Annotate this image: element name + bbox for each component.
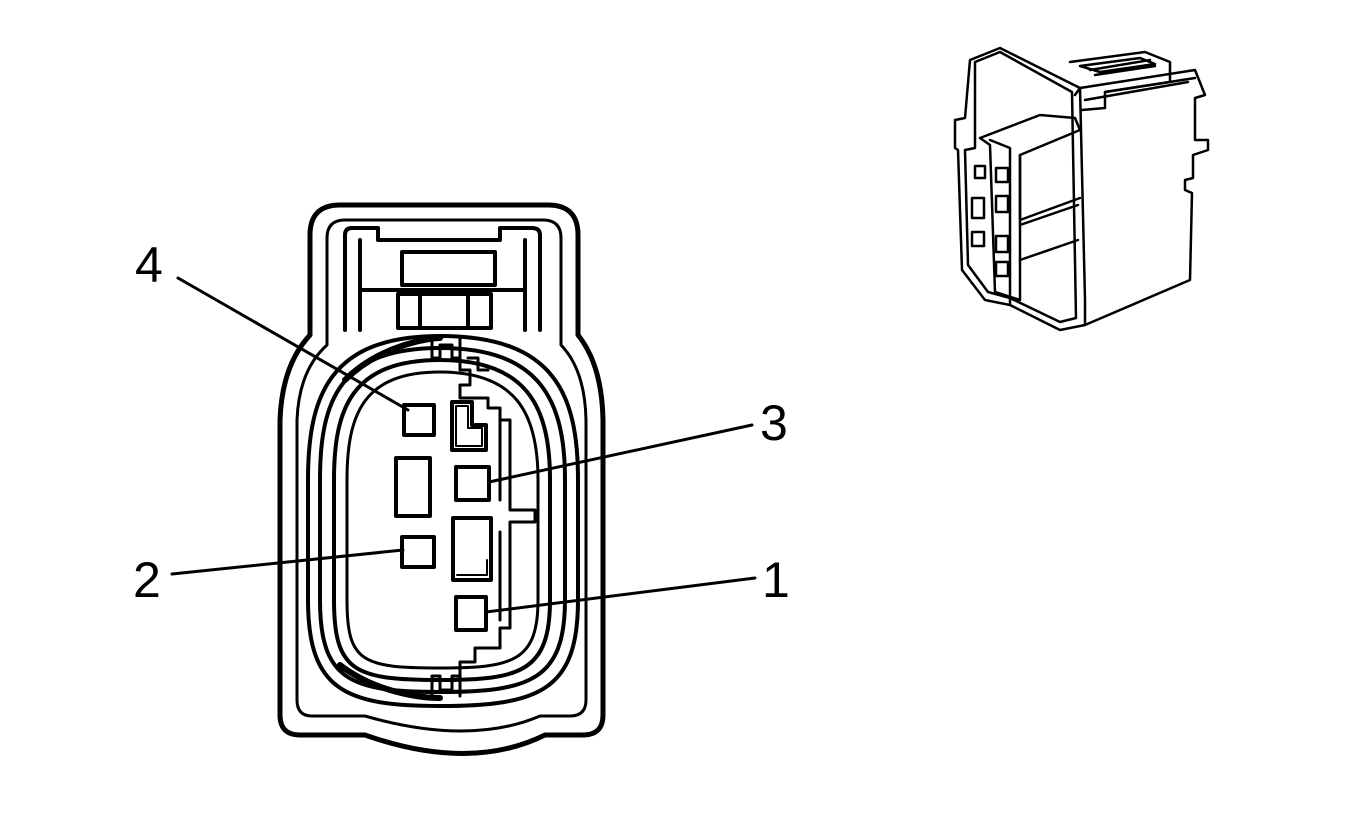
blank-cavity-lower-right-inner <box>456 559 488 576</box>
blank-cavity-upper-right-inner <box>455 405 483 447</box>
housing-inner-outline <box>295 218 588 733</box>
pin-1-leader <box>484 576 757 614</box>
blank-cavity-upper-right <box>450 400 488 452</box>
iso-cavity-2 <box>994 166 1010 184</box>
center-rib <box>458 356 537 678</box>
pin-label-1: 1 <box>762 552 790 608</box>
connector-face-view <box>170 202 757 756</box>
iso-front-frame <box>953 46 1087 332</box>
iso-cavity-1 <box>973 164 987 180</box>
seal-shadow-arc <box>342 335 443 383</box>
seal-shadow-arc-bottom <box>337 662 443 701</box>
pin-2-leader <box>170 548 405 576</box>
iso-cavity-7 <box>994 260 1010 278</box>
pin-2-cavity <box>400 535 436 569</box>
seal-inner <box>332 358 552 682</box>
seal-ring <box>318 346 567 694</box>
housing-outer-outline <box>277 202 606 756</box>
iso-cavity-6 <box>994 234 1010 254</box>
blank-cavity-lower-right <box>451 516 493 582</box>
seal-outer <box>306 334 580 708</box>
pin-label-4: 4 <box>135 237 163 293</box>
pin-4-leader <box>176 276 410 412</box>
terminal-face <box>345 370 540 670</box>
iso-cavity-5 <box>970 230 986 248</box>
pin-1-cavity <box>454 595 488 632</box>
pin-label-2: 2 <box>133 552 161 608</box>
pin-4-cavity <box>402 403 436 437</box>
blank-cavity-upper-left <box>394 456 432 518</box>
center-rib-inner <box>466 356 502 622</box>
connector-isometric-view <box>953 46 1210 332</box>
iso-cavity-3 <box>970 196 986 220</box>
pin-3-cavity <box>454 465 491 502</box>
latch <box>343 226 542 332</box>
pin-3-leader <box>487 423 754 484</box>
pin-label-3: 3 <box>760 395 788 451</box>
iso-body <box>1078 68 1210 327</box>
iso-cavity-4 <box>994 194 1010 214</box>
